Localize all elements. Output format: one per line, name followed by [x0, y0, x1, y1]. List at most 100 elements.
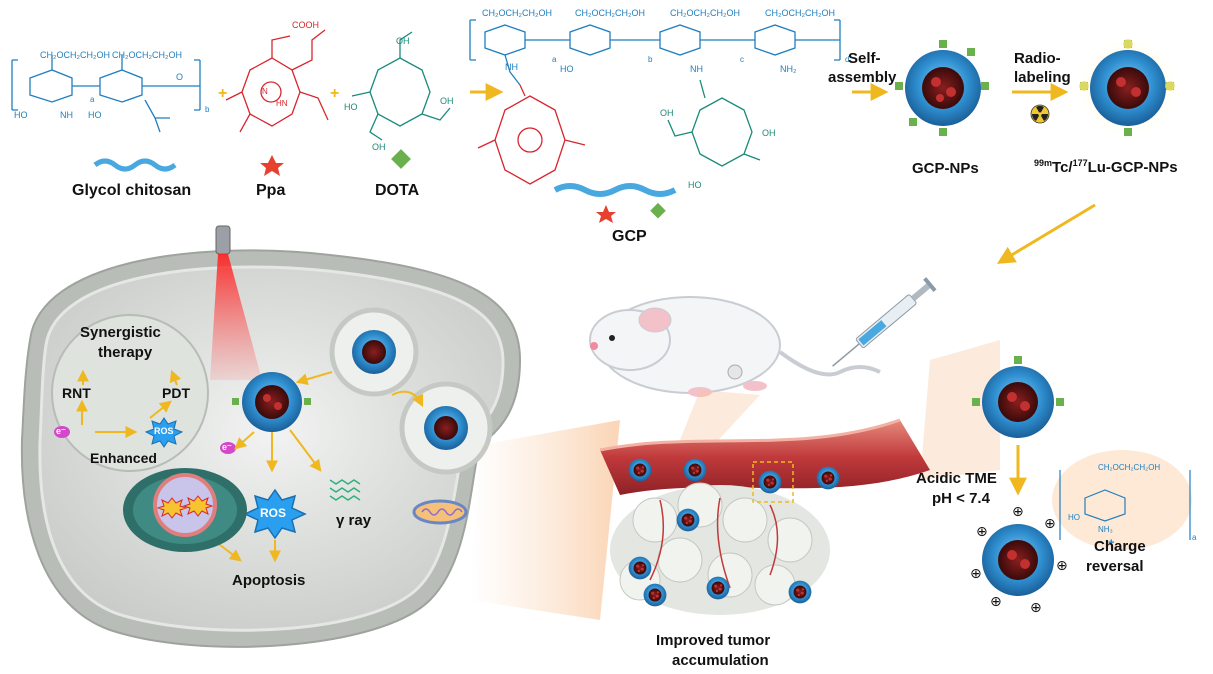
- tumor-np-1: [628, 458, 652, 482]
- gcp-nps-label: GCP-NPs: [912, 160, 979, 177]
- gcp-sub-a: a: [552, 55, 557, 64]
- chitosan-o-label: O: [176, 72, 183, 82]
- gcp-ribbon-icon: [553, 183, 677, 197]
- gcp-nh-label-2: NH: [690, 64, 703, 74]
- charge-reversal-label-1: Charge: [1094, 538, 1146, 555]
- tumor-np-5: [676, 508, 700, 532]
- synergistic-label-1: Synergistic: [80, 324, 161, 341]
- dota-label: DOTA: [375, 182, 420, 199]
- gcp-cooh-label-3: HO: [688, 180, 702, 190]
- electron-label-2: e⁻: [222, 442, 232, 452]
- ros-burst-large-icon: [243, 488, 307, 540]
- dota-ho-label: HO: [344, 102, 358, 112]
- inset-sub-a: a: [1192, 533, 1197, 542]
- inset-nh3-label: NH₃: [1098, 525, 1113, 534]
- ros-to-pdt-arrow: [149, 400, 172, 419]
- tumor-np-2: [683, 458, 707, 482]
- apoptosis-label: Apoptosis: [232, 572, 306, 589]
- gcp-sub-d: d: [845, 55, 849, 64]
- tumor-np-3: [758, 470, 782, 494]
- gcp-ppa-moiety: [477, 84, 586, 185]
- chitosan-ch2-label-2: CH₂OCH₂CH₂OH: [112, 50, 182, 60]
- ppa-structure: [225, 29, 329, 133]
- charged-np-icon: [982, 524, 1054, 596]
- ros-large-label: ROS: [260, 506, 287, 520]
- gcp-sub-c: c: [740, 55, 744, 64]
- zoom-cone-right: [920, 340, 1000, 480]
- gcp-nh-label: NH: [505, 62, 518, 72]
- labeled-sup-99m: 99m: [1034, 158, 1053, 168]
- synergistic-label-2: therapy: [98, 344, 153, 361]
- acidic-tme-label-2: pH < 7.4: [932, 490, 990, 507]
- labeled-lu: Lu-GCP-NPs: [1087, 159, 1178, 176]
- ppa-label: Ppa: [256, 182, 286, 199]
- syringe-icon: [832, 277, 937, 367]
- dota-structure: [351, 31, 451, 141]
- gcp-dota-diamond-icon: [650, 202, 666, 219]
- chitosan-sub-b: b: [205, 105, 210, 114]
- ppa-cooh-label: COOH: [292, 20, 319, 30]
- svg-text:⊕: ⊕: [1030, 600, 1042, 616]
- gcp-ch2-label-3: CH₂OCH₂CH₂OH: [670, 8, 740, 18]
- charged-chitosan-inset: [1052, 450, 1192, 550]
- chitosan-ch2-label-1: CH₂OCH₂CH₂OH: [40, 50, 110, 60]
- chitosan-nh-label: NH: [60, 110, 73, 120]
- chitosan-ribbon-icon: [93, 158, 177, 172]
- tumor-tissue: [610, 482, 830, 615]
- zoom-cone-left: [470, 420, 620, 620]
- radiation-icon: [1030, 104, 1050, 124]
- gcp-sub-b: b: [648, 55, 653, 64]
- blood-vessel: [599, 418, 930, 495]
- labeled-tc: Tc/: [1052, 159, 1073, 176]
- gamma-ray-label: γ ray: [336, 512, 372, 529]
- charge-reversal-label-2: reversal: [1086, 558, 1144, 575]
- dota-oh-label-2: OH: [440, 96, 454, 106]
- labeled-sup-177: 177: [1072, 158, 1088, 168]
- tme-np-icon: [972, 356, 1064, 438]
- pdt-label: PDT: [162, 385, 190, 401]
- rnt-label: RNT: [62, 385, 91, 401]
- enhanced-label: Enhanced: [90, 450, 157, 466]
- dota-oh-label-3: OH: [372, 142, 386, 152]
- gcp-nh2-label: NH₂: [780, 64, 797, 74]
- improved-tumor-label-2: accumulation: [672, 652, 769, 669]
- gcp-cooh-label-1: OH: [660, 108, 674, 118]
- svg-text:⊕: ⊕: [970, 566, 982, 582]
- chitosan-ho-label-2: HO: [88, 110, 102, 120]
- self-assembly-label-1: Self-: [848, 50, 881, 67]
- electron-label: e⁻: [56, 426, 66, 436]
- chitosan-sub-a: a: [90, 95, 95, 104]
- tumor-np-8: [788, 580, 812, 604]
- electron-icon: [54, 426, 70, 438]
- laser-device-icon: [215, 225, 231, 255]
- radiolabeling-label-1: Radio-: [1014, 50, 1061, 67]
- gamma-ray-icon: [329, 479, 361, 501]
- svg-text:⊕: ⊕: [990, 594, 1002, 610]
- endosome-1: [329, 307, 419, 397]
- ppa-star-icon: [260, 155, 284, 176]
- self-assembly-label-2: assembly: [828, 69, 897, 86]
- arrow-to-mouse: [996, 203, 1096, 264]
- dota-diamond-icon: [391, 149, 411, 169]
- gcp-ppa-star-icon: [596, 205, 616, 223]
- chitosan-ho-label: HO: [14, 110, 28, 120]
- plus-sign-1: +: [218, 85, 227, 102]
- electron-icon-2: [220, 442, 236, 454]
- ros-small-label: ROS: [154, 426, 174, 436]
- ros-burst-small-icon: [144, 417, 184, 448]
- svg-text:⊕: ⊕: [976, 524, 988, 540]
- labeled-np-icon: [1078, 38, 1178, 138]
- inset-plus-label: +: [1108, 537, 1114, 549]
- pdt-up-arrow: [169, 369, 182, 386]
- ppa-hn-label: HN: [276, 99, 288, 108]
- mouse-icon: [589, 296, 881, 397]
- endosome-arrow-1: [391, 390, 424, 408]
- gcp-cooh-label-2: OH: [762, 128, 776, 138]
- inset-ho-label: HO: [1068, 513, 1080, 522]
- acidic-tme-label-1: Acidic TME: [916, 470, 997, 487]
- gcp-ch2-label-4: CH₂OCH₂CH₂OH: [765, 8, 835, 18]
- svg-text:⊕: ⊕: [1012, 504, 1024, 520]
- positive-charge-icons: ⊕ ⊕ ⊕ ⊕ ⊕ ⊕ ⊕: [970, 504, 1068, 616]
- tumor-np-9: [643, 583, 667, 607]
